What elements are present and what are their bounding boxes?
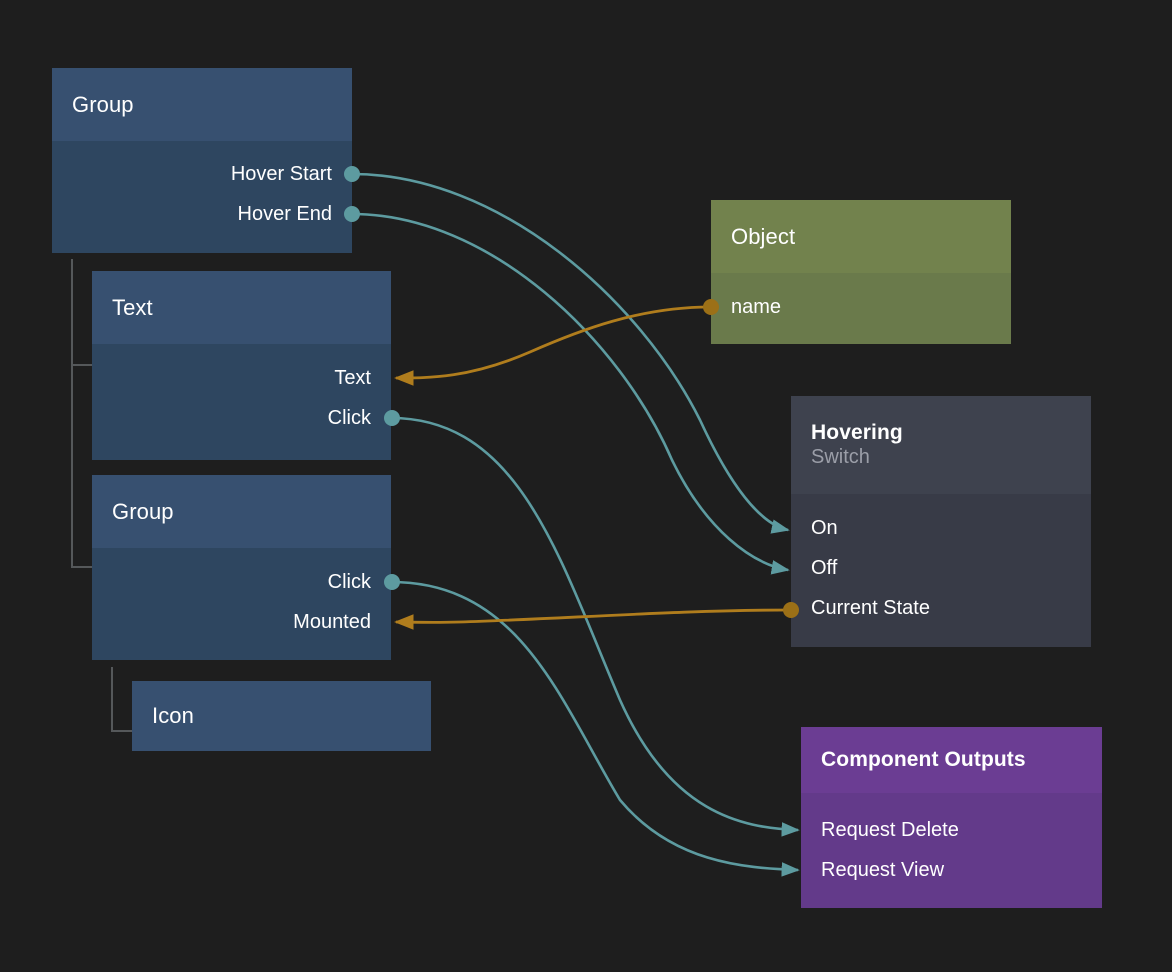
- port-label: Hover End: [237, 202, 333, 225]
- node-body: name: [711, 273, 1011, 344]
- port-dots-group-child: [384, 574, 400, 590]
- node-header[interactable]: Text: [92, 271, 391, 344]
- edge-click-group-to-request-view: [390, 580, 800, 877]
- node-body: Hover Start Hover End: [52, 141, 352, 253]
- node-title: Object: [731, 223, 796, 249]
- port-label: Hover Start: [230, 162, 332, 185]
- edge-name-to-text: [394, 305, 711, 386]
- port-label: Click: [327, 406, 371, 429]
- port-off[interactable]: Off: [811, 557, 837, 579]
- port-request-view[interactable]: Request View: [821, 859, 944, 881]
- port-dot-hover-start: [344, 166, 360, 182]
- port-dot-click: [384, 410, 400, 426]
- port-dot-click: [384, 574, 400, 590]
- node-hovering[interactable]: Hovering Switch On Off Current State: [791, 396, 1091, 647]
- port-dots-hovering: [783, 602, 799, 618]
- node-text[interactable]: Text Text Click: [92, 271, 391, 460]
- node-object[interactable]: Object name: [711, 200, 1011, 344]
- node-body: Request Delete Request View: [801, 793, 1102, 908]
- node-body: Click Mounted: [92, 548, 391, 660]
- port-label: name: [731, 295, 782, 318]
- node-title: Component Outputs: [821, 747, 1026, 771]
- port-dot-current-state: [783, 602, 799, 618]
- port-label: Request View: [821, 858, 945, 881]
- node-body: On Off Current State: [791, 494, 1091, 647]
- port-label: Mounted: [293, 610, 371, 633]
- port-hover-end[interactable]: Hover End: [238, 203, 333, 225]
- port-on[interactable]: On: [811, 517, 838, 539]
- port-dots-object: [703, 299, 719, 315]
- port-text[interactable]: Text: [334, 367, 371, 389]
- node-group-root[interactable]: Group Hover Start Hover End: [52, 68, 352, 253]
- node-title: Hovering: [811, 421, 903, 445]
- edge-click-text-to-request-delete: [390, 416, 800, 837]
- port-label: On: [811, 516, 838, 539]
- port-click[interactable]: Click: [328, 571, 371, 593]
- port-click[interactable]: Click: [328, 407, 371, 429]
- node-component-outputs[interactable]: Component Outputs Request Delete Request…: [801, 727, 1102, 908]
- node-group-child[interactable]: Group Click Mounted: [92, 475, 391, 660]
- node-header[interactable]: Group: [92, 475, 391, 548]
- port-label: Request Delete: [821, 818, 959, 841]
- edge-current-state-to-mounted: [394, 608, 791, 630]
- node-header[interactable]: Object: [711, 200, 1011, 273]
- port-dot-hover-end: [344, 206, 360, 222]
- port-dot-name: [703, 299, 719, 315]
- node-title: Group: [72, 91, 134, 117]
- port-request-delete[interactable]: Request Delete: [821, 819, 959, 841]
- node-header[interactable]: Group: [52, 68, 352, 141]
- port-dots-group-root: [344, 166, 360, 222]
- node-subtitle: Switch: [811, 445, 870, 468]
- port-dots-text-node: [384, 410, 400, 426]
- port-label: Off: [811, 556, 838, 579]
- node-header[interactable]: Component Outputs: [801, 727, 1102, 793]
- node-header[interactable]: Hovering Switch: [791, 396, 1091, 494]
- port-name[interactable]: name: [731, 296, 781, 318]
- port-hover-start[interactable]: Hover Start: [231, 163, 332, 185]
- node-header[interactable]: Icon: [132, 681, 431, 751]
- port-label: Text: [334, 366, 371, 389]
- node-title: Group: [112, 498, 174, 524]
- node-title: Icon: [152, 703, 194, 729]
- node-title: Text: [112, 294, 153, 320]
- node-icon[interactable]: Icon: [132, 681, 431, 751]
- port-mounted[interactable]: Mounted: [293, 611, 371, 633]
- node-body: Text Click: [92, 344, 391, 460]
- port-label: Current State: [811, 596, 930, 619]
- port-current-state[interactable]: Current State: [811, 597, 930, 619]
- port-label: Click: [327, 570, 371, 593]
